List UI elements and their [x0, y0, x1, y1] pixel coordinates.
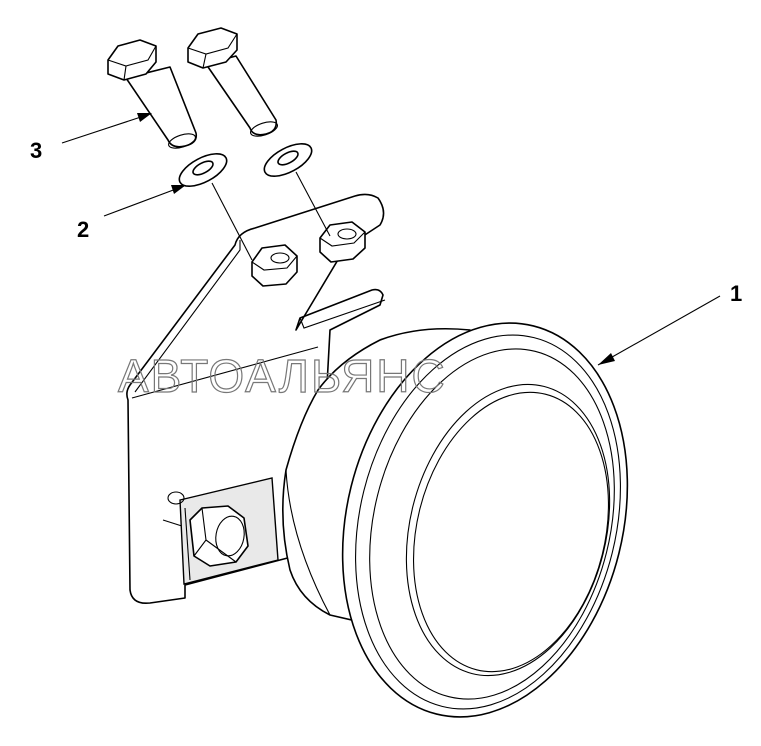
washer-right — [263, 143, 313, 177]
bracket-nut-left — [251, 244, 298, 287]
horn-mount — [167, 477, 279, 585]
bolt-left — [107, 39, 198, 149]
bolt-axis-left — [211, 182, 253, 261]
leader-line-3 — [61, 113, 152, 144]
bolt-axis-right — [295, 171, 331, 237]
washer-left — [178, 153, 228, 187]
bolt-right — [187, 27, 278, 137]
horn — [282, 322, 629, 718]
leader-line-1 — [597, 295, 721, 366]
callout-1: 1 — [730, 281, 742, 306]
leader-line-2 — [103, 185, 186, 217]
bracket-nut-right — [319, 221, 366, 263]
callout-2: 2 — [77, 217, 89, 242]
watermark-text: АВТОАЛЬЯНС — [118, 350, 447, 402]
callout-3: 3 — [30, 138, 42, 163]
